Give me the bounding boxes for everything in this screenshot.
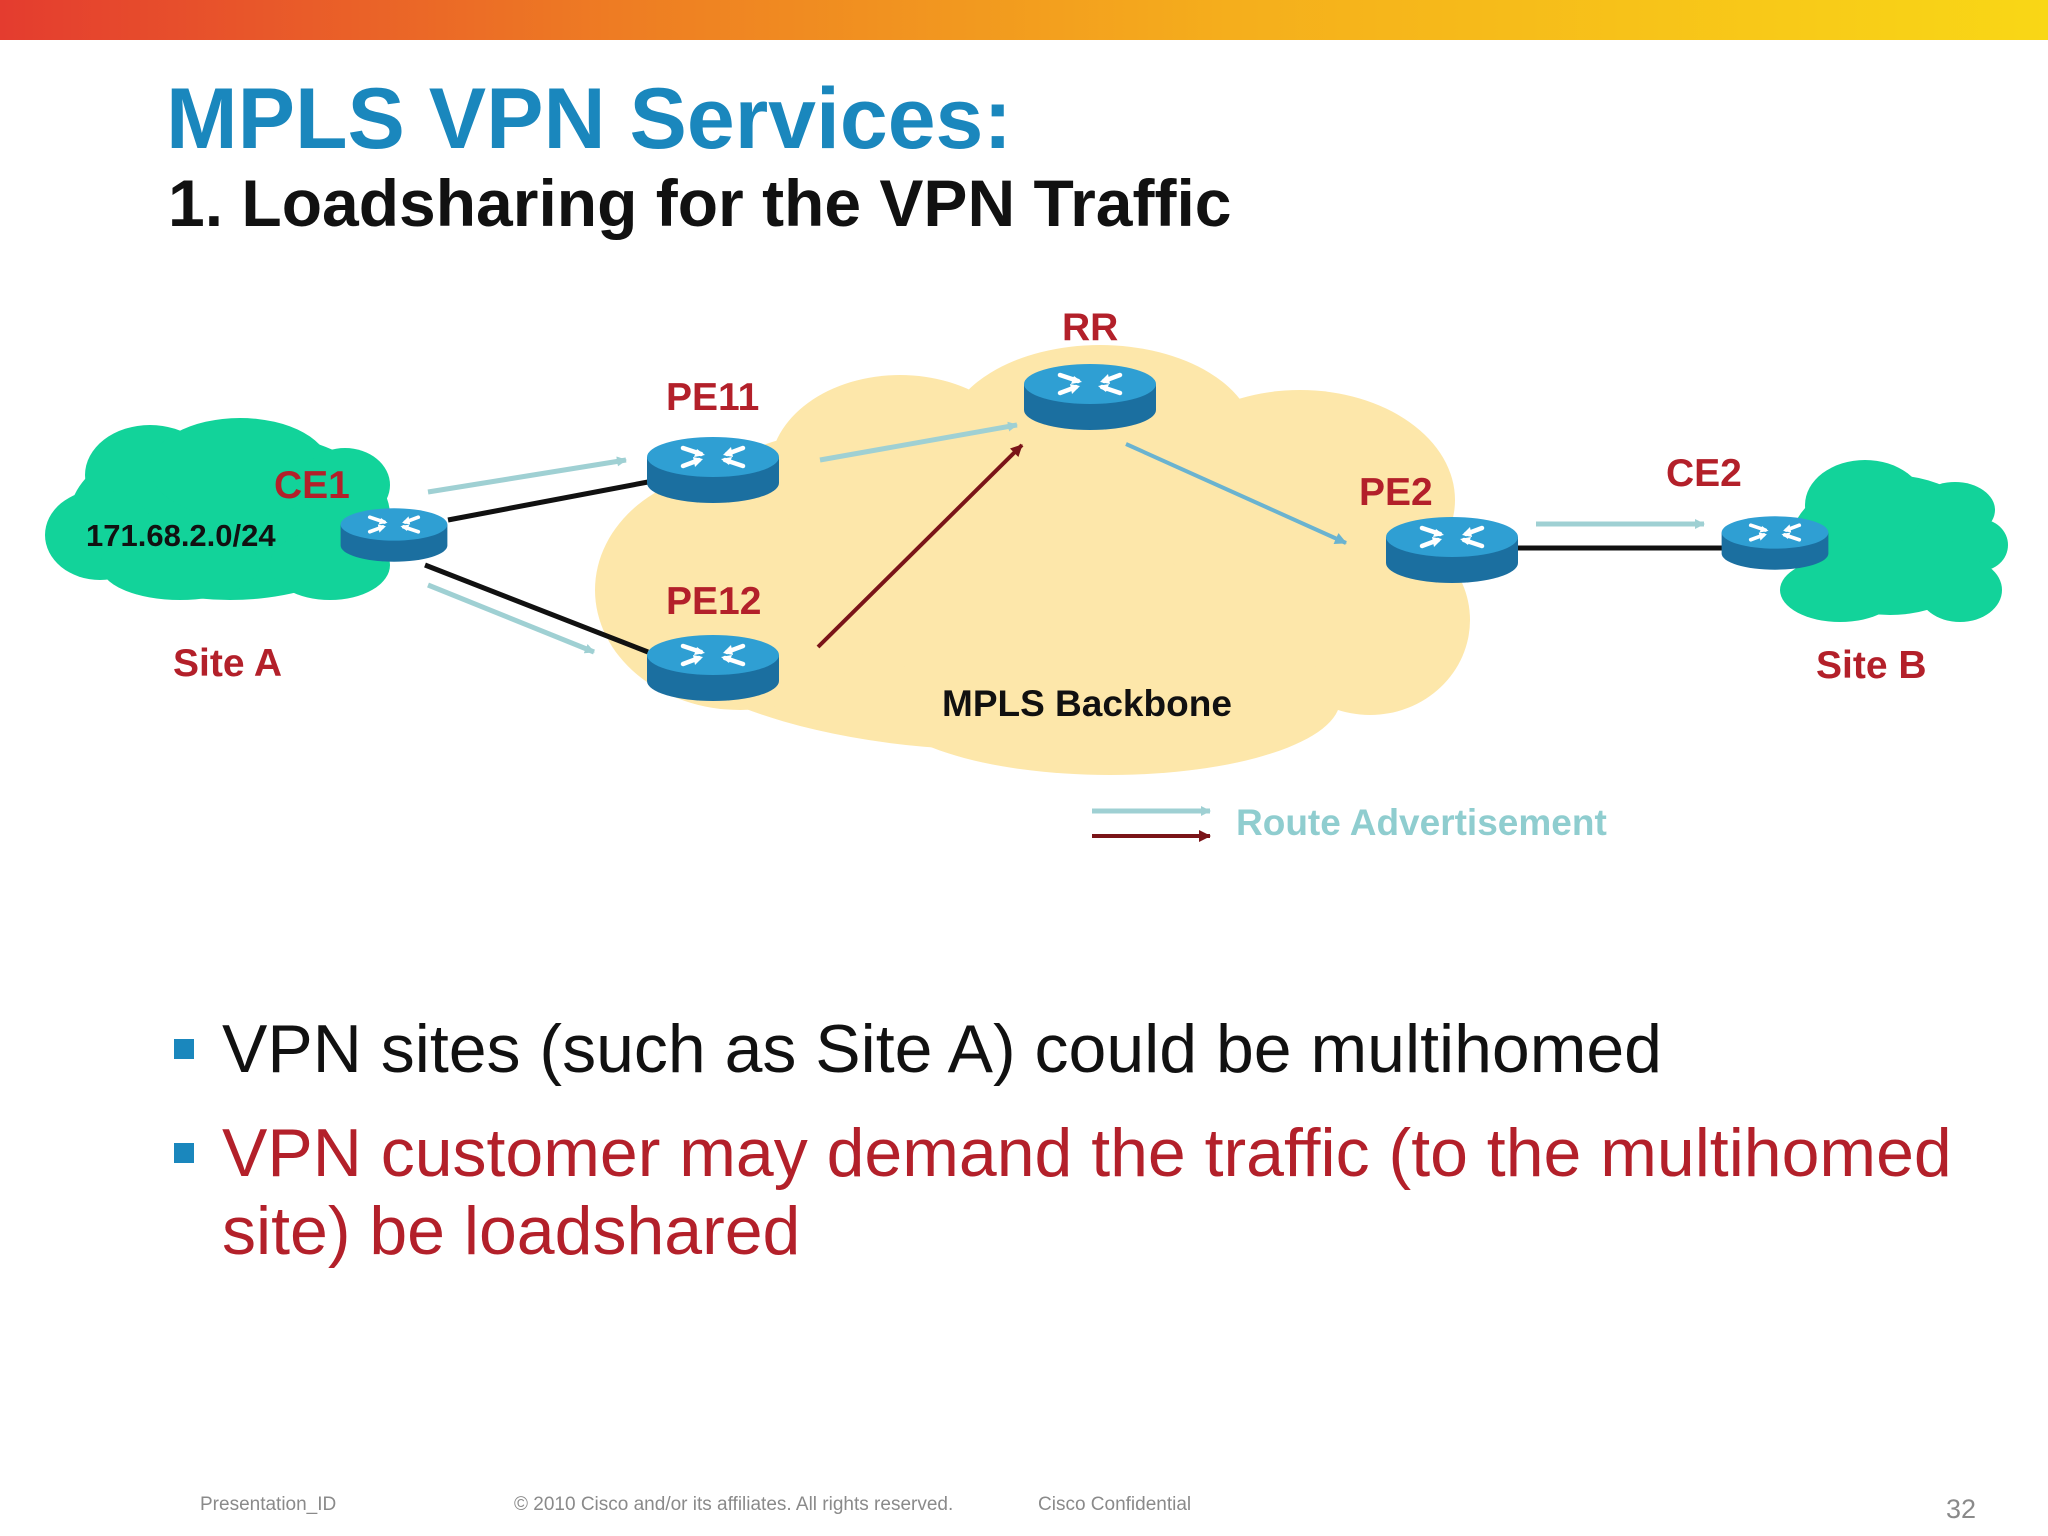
router-pe12-icon[interactable] bbox=[647, 635, 779, 701]
label-rr: RR bbox=[1062, 306, 1118, 349]
route-arrow-pe12-rr bbox=[816, 443, 1024, 649]
link-ce1-pe11 bbox=[447, 479, 649, 523]
legend: Route Advertisement bbox=[1092, 802, 1607, 843]
label-ce2: CE2 bbox=[1666, 452, 1742, 495]
bullet-list: VPN sites (such as Site A) could be mult… bbox=[170, 1010, 1970, 1296]
bullet-text: VPN customer may demand the traffic (to … bbox=[222, 1115, 1952, 1269]
bullet-text: VPN sites (such as Site A) could be mult… bbox=[222, 1011, 1662, 1087]
bullet-item: VPN sites (such as Site A) could be mult… bbox=[170, 1010, 1970, 1088]
site-a-subnet: 171.68.2.0/24 bbox=[86, 518, 276, 553]
route-arrow-ce1-pe12 bbox=[427, 582, 595, 655]
top-gradient-bar bbox=[0, 0, 2048, 40]
mpls-backbone-cloud bbox=[595, 345, 1470, 775]
legend-label: Route Advertisement bbox=[1236, 802, 1607, 843]
label-mpls-backbone: MPLS Backbone bbox=[942, 683, 1232, 724]
route-arrow-ce1-pe11 bbox=[427, 456, 627, 495]
router-rr-icon[interactable] bbox=[1024, 364, 1156, 430]
label-pe11: PE11 bbox=[666, 376, 759, 419]
footer-presentation-id: Presentation_ID bbox=[200, 1494, 337, 1515]
label-pe12: PE12 bbox=[666, 580, 761, 623]
slide-subtitle: 1. Loadsharing for the VPN Traffic bbox=[168, 166, 1232, 240]
router-pe2-icon[interactable] bbox=[1386, 517, 1518, 583]
route-arrow-rr-pe2 bbox=[1125, 442, 1347, 545]
network-diagram: RR PE11 PE12 PE2 CE1 CE2 171.68.2.0/24 S… bbox=[45, 306, 2008, 843]
site-a-cloud bbox=[45, 418, 390, 600]
route-advertisement-arrows bbox=[427, 421, 1705, 655]
router-ce2-icon[interactable] bbox=[1720, 514, 1830, 572]
label-pe2: PE2 bbox=[1359, 471, 1433, 514]
footer-copyright: © 2010 Cisco and/or its affiliates. All … bbox=[514, 1494, 954, 1515]
bullet-square-icon bbox=[174, 1039, 194, 1059]
route-arrow-pe11-rr bbox=[819, 421, 1018, 463]
physical-links bbox=[424, 479, 1722, 655]
footer-confidential: Cisco Confidential bbox=[1038, 1494, 1192, 1515]
label-site-b: Site B bbox=[1816, 644, 1927, 687]
label-site-a: Site A bbox=[173, 642, 282, 685]
router-ce1-icon[interactable] bbox=[339, 506, 449, 564]
label-ce1: CE1 bbox=[274, 464, 350, 507]
router-pe11-icon[interactable] bbox=[647, 437, 779, 503]
slide-title: MPLS VPN Services: bbox=[166, 71, 1013, 167]
bullet-item: VPN customer may demand the traffic (to … bbox=[170, 1114, 1970, 1270]
bullet-square-icon bbox=[174, 1143, 194, 1163]
page-number: 32 bbox=[1946, 1494, 1977, 1524]
link-ce1-pe12 bbox=[424, 562, 649, 655]
site-b-cloud bbox=[1780, 460, 2008, 622]
